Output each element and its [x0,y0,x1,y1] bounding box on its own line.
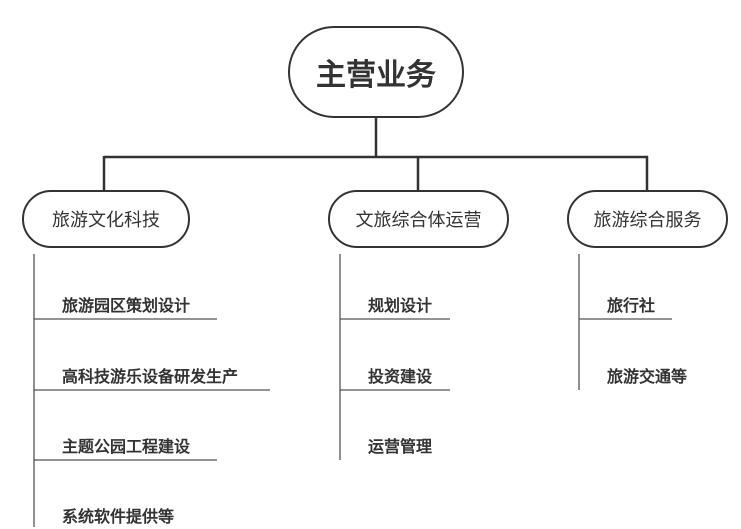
leaf-item: 规划设计 [368,296,433,315]
category-label: 旅游文化科技 [52,210,160,231]
leaf-item: 高科技游乐设备研发生产 [62,367,239,386]
leaf-item: 旅游交通等 [607,367,688,386]
leaf-item: 系统软件提供等 [62,507,175,526]
category-label: 文旅综合体运营 [355,210,482,231]
leaf-item: 运营管理 [368,437,433,456]
category-node-tourism-services: 旅游综合服务 [567,190,728,248]
leaf-item: 投资建设 [368,367,433,386]
category-label: 旅游综合服务 [593,210,702,231]
root-label: 主营业务 [316,58,436,93]
root-node: 主营业务 [288,26,464,118]
leaf-item: 旅行社 [607,296,656,315]
leaf-item: 主题公园工程建设 [62,437,191,456]
category-node-culture-tourism-complex: 文旅综合体运营 [328,190,509,248]
leaf-item: 旅游园区策划设计 [62,296,191,315]
category-node-tourism-culture-tech: 旅游文化科技 [22,190,190,248]
